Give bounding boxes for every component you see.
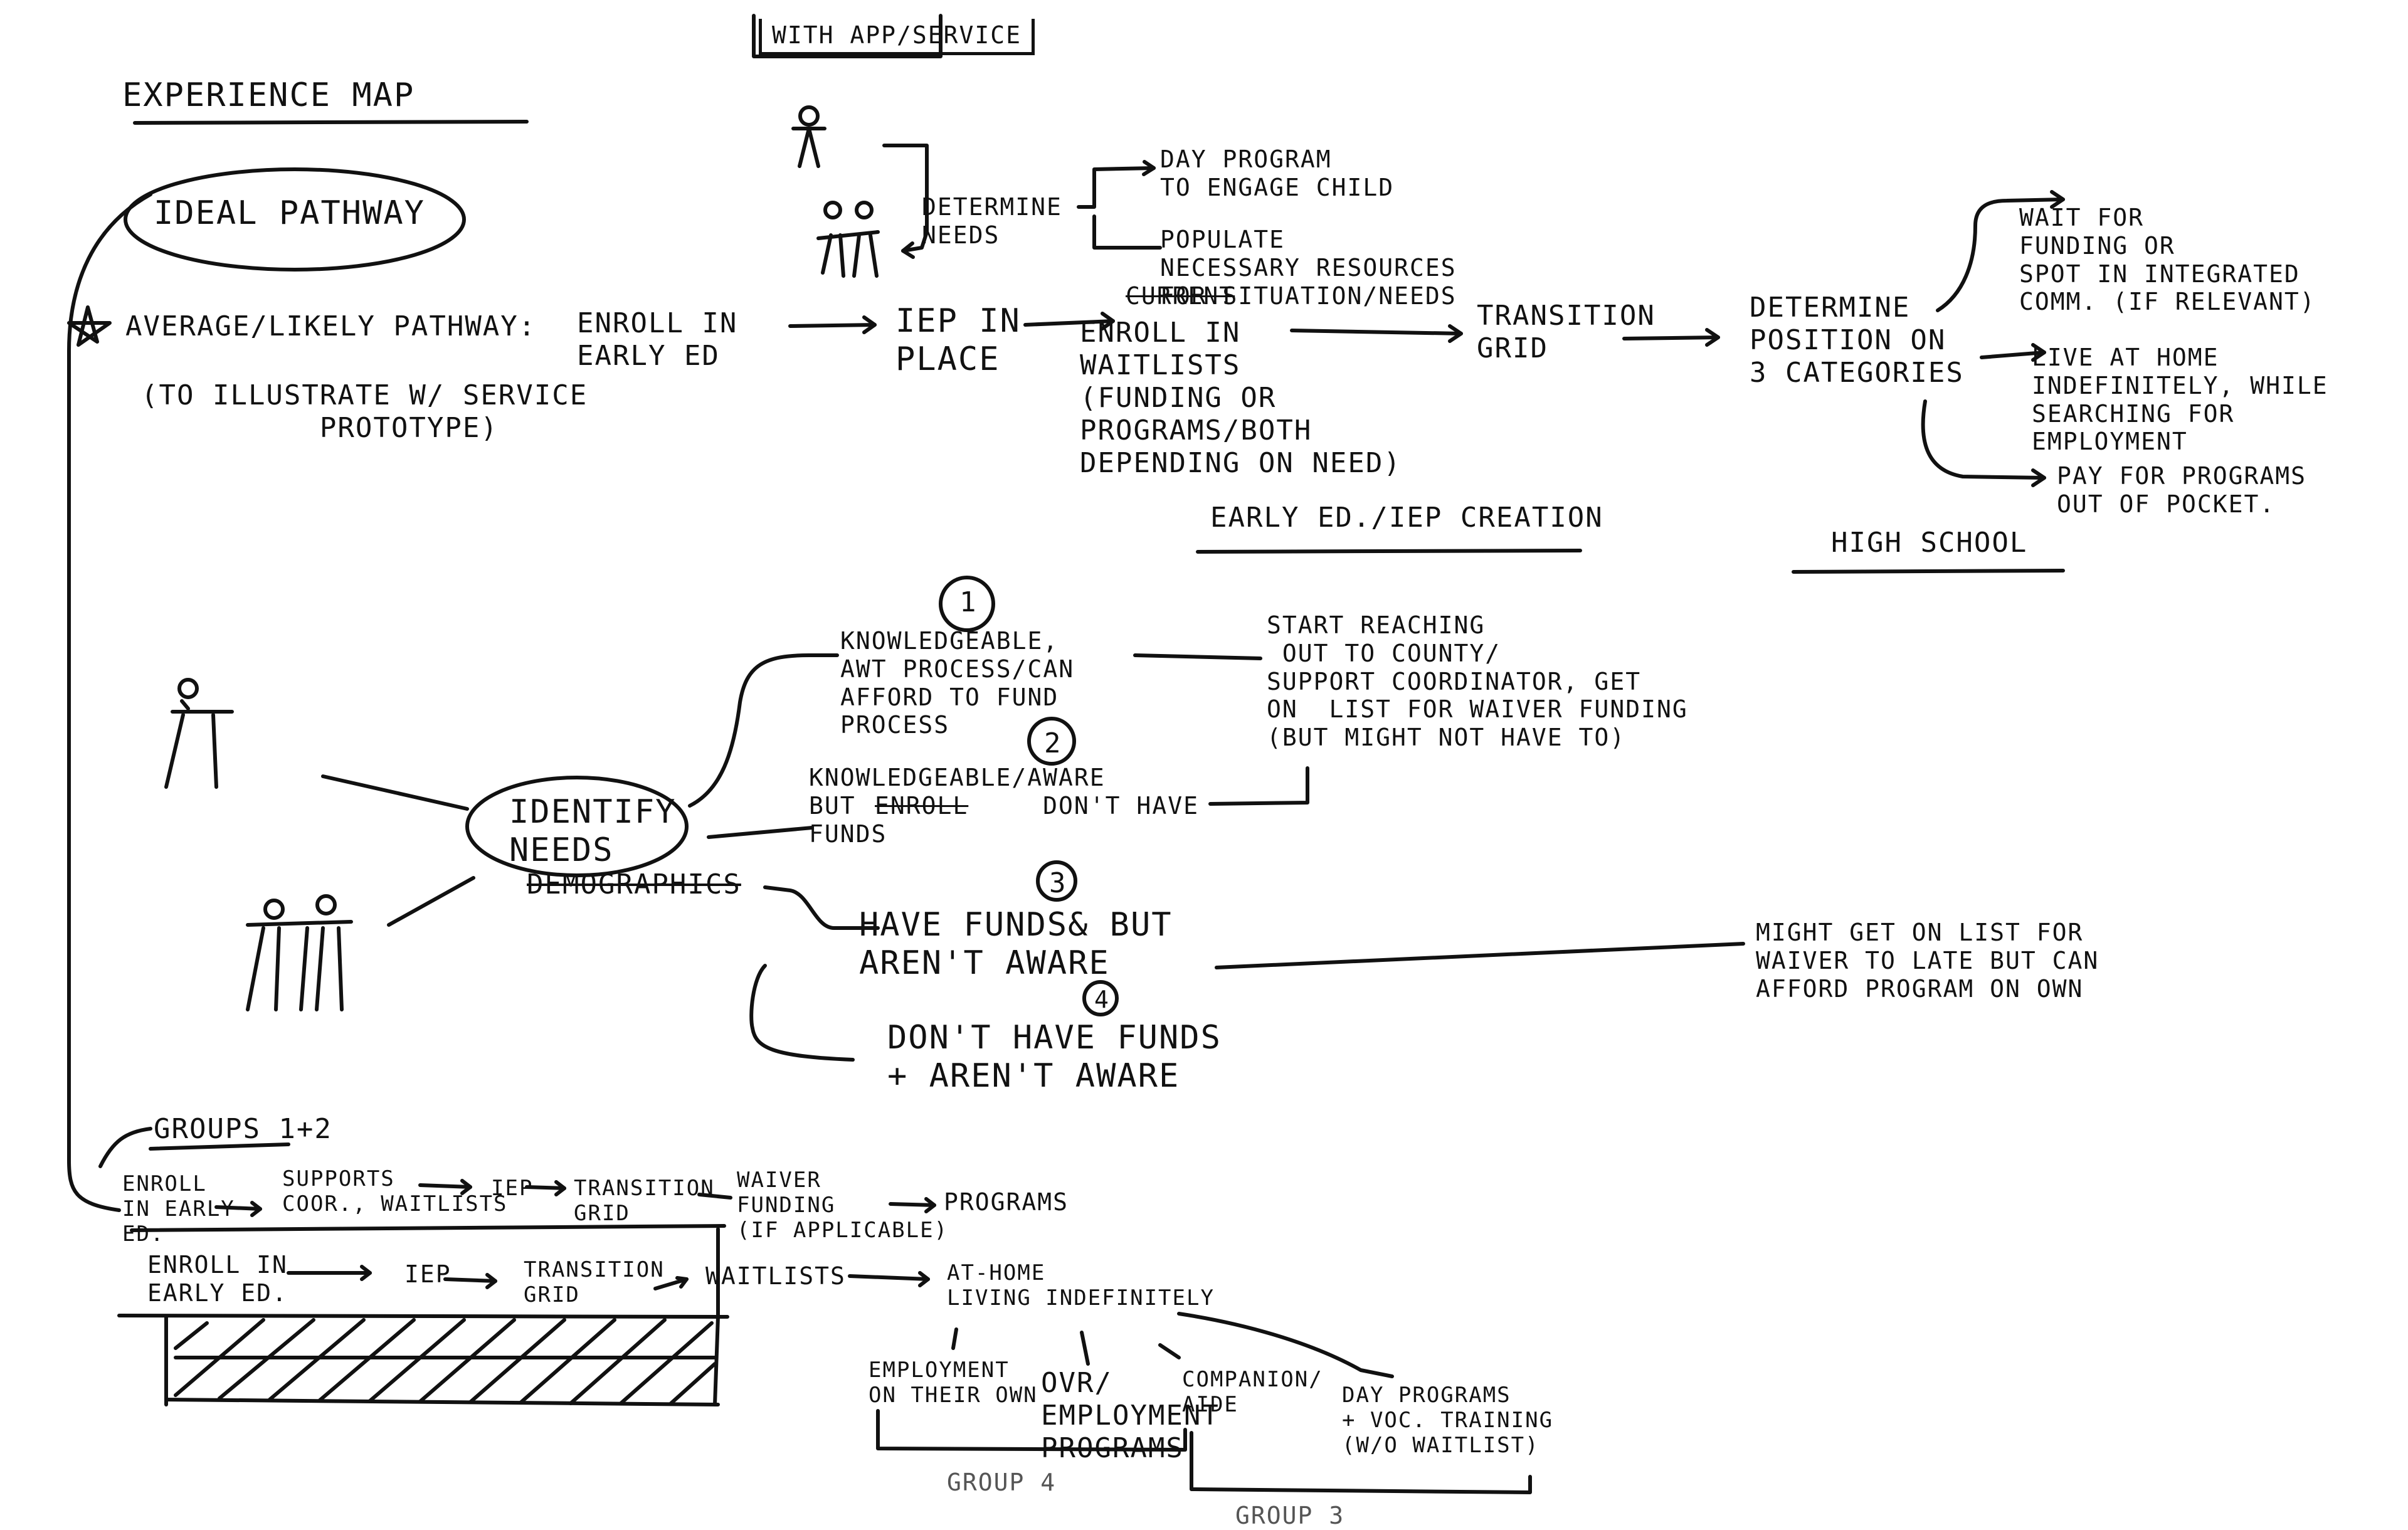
row1-step-3: IEP [491, 1176, 534, 1201]
family-icon-middle [246, 894, 353, 1011]
branch-employment: EMPLOYMENT ON THEIR OWN [869, 1358, 1038, 1408]
node-transition-grid: TRANSITION GRID [1477, 300, 1656, 364]
group-2-text: KNOWLEDGEABLE/AWARE BUT DON'T HAVE FUNDS [809, 764, 1199, 848]
family-icon [816, 201, 880, 278]
illustrate-note: (TO ILLUSTRATE W/ SERVICE PROTOTYPE) [141, 379, 588, 444]
identify-needs-ellipse [465, 776, 689, 877]
group-4-text: DON'T HAVE FUNDS + AREN'T AWARE [887, 1019, 1222, 1095]
star-icon [67, 305, 112, 347]
node-start-reaching: START REACHING OUT TO COUNTY/ SUPPORT CO… [1267, 611, 1688, 752]
group-number-circle-1 [939, 576, 995, 632]
node-populate-resources: POPULATE NECESSARY RESOURCES FOR SITUATI… [1160, 226, 1457, 310]
group-number-1: 1 [959, 586, 978, 618]
struck-text-2: ENROLL [875, 792, 969, 820]
row2-step-3: TRANSITION GRID [524, 1257, 665, 1308]
average-pathway-label: AVERAGE/LIKELY PATHWAY: [125, 310, 537, 342]
group-3-text: HAVE FUNDS& BUT AREN'T AWARE [859, 906, 1173, 983]
group-number-circle-4 [1082, 980, 1119, 1016]
group-1-text: KNOWLEDGEABLE, AWT PROCESS/CAN AFFORD TO… [840, 627, 1075, 739]
group3-bracket [1190, 1431, 1532, 1494]
branch-day-programs: DAY PROGRAMS + VOC. TRAINING (W/O WAITLI… [1342, 1383, 1554, 1459]
group4-bracket [876, 1409, 1187, 1452]
group-number-4: 4 [1094, 986, 1110, 1013]
node-determine-needs: DETERMINE NEEDS [922, 193, 1062, 249]
person-icon-middle [164, 678, 234, 789]
branch-ovr: OVR/ EMPLOYMENT PROGRAMS [1041, 1367, 1220, 1464]
branch-companion: COMPANION/ AIDE [1182, 1367, 1323, 1418]
group-number-circle-2 [1027, 717, 1076, 766]
row2-step-4: WAITLISTS [705, 1262, 846, 1290]
node-determine-position: DETERMINE POSITION ON 3 CATEGORIES [1750, 292, 1964, 389]
group-number-2: 2 [1044, 727, 1062, 759]
high-school-underline [1792, 569, 2065, 574]
node-day-program: DAY PROGRAM TO ENGAGE CHILD [1160, 145, 1395, 201]
groups-underline [149, 1142, 290, 1151]
row1-step-1: ENROLL IN EARLY ED. [122, 1171, 235, 1247]
group-number-circle-3 [1036, 860, 1077, 902]
node-iep-in-place: IEP IN PLACE [895, 302, 1021, 379]
groups-label: GROUPS 1+2 [154, 1113, 332, 1145]
node-demographics: DEMOGRAPHICS [527, 868, 741, 900]
left-long-bracket [67, 193, 152, 1212]
page-title: EXPERIENCE MAP [122, 76, 415, 114]
node-live-at-home: LIVE AT HOME INDEFINITELY, WHILE SEARCHI… [2032, 344, 2328, 456]
row1-step-4: TRANSITION GRID [574, 1176, 715, 1227]
row2-step-5: AT-HOME LIVING INDEFINITELY [947, 1260, 1215, 1311]
with-app-label: WITH APP/SERVICE [759, 19, 1035, 55]
node-enroll-waitlists: ENROLL IN WAITLISTS (FUNDING OR PROGRAMS… [1080, 317, 1402, 479]
title-underline [133, 120, 529, 125]
row2-step-2: IEP [404, 1260, 452, 1288]
row1-step-2: SUPPORTS COOR., WAITLISTS [282, 1166, 508, 1217]
node-wait-funding: WAIT FOR FUNDING OR SPOT IN INTEGRATED C… [2019, 204, 2316, 316]
node-identify-needs: IDENTIFY NEEDS [509, 793, 677, 870]
struck-text: CURRENT [1126, 282, 1235, 310]
section-label-high-school: HIGH SCHOOL [1831, 527, 2028, 559]
early-ed-underline [1196, 549, 1582, 554]
hatched-area [174, 1318, 717, 1405]
node-enroll-early-ed: ENROLL IN EARLY ED [577, 307, 738, 372]
with-app-box [752, 14, 943, 58]
node-pay-programs: PAY FOR PROGRAMS OUT OF POCKET. [2057, 462, 2307, 518]
node-might-get-list: MIGHT GET ON LIST FOR WAIVER TO LATE BUT… [1756, 919, 2099, 1003]
group3-label: GROUP 3 [1235, 1502, 1345, 1529]
ideal-pathway-label: IDEAL PATHWAY [154, 194, 425, 232]
row1-step-5: WAIVER FUNDING (IF APPLICABLE) [737, 1168, 949, 1243]
ideal-pathway-ellipse [124, 167, 466, 272]
section-label-early-ed: EARLY ED./IEP CREATION [1210, 502, 1603, 534]
group-number-3: 3 [1049, 867, 1067, 899]
row2-step-1: ENROLL IN EARLY ED. [147, 1251, 288, 1307]
row1-step-6: PROGRAMS [944, 1188, 1069, 1216]
person-icon [791, 105, 826, 168]
group4-label: GROUP 4 [947, 1469, 1057, 1496]
